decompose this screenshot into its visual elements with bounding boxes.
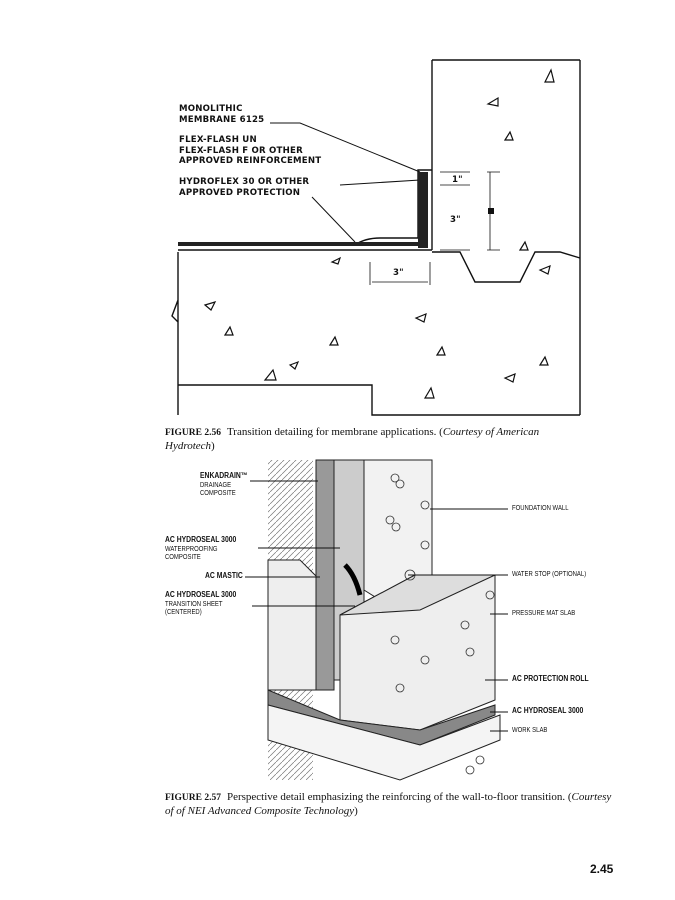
label-ac-mastic: AC MASTIC: [205, 571, 243, 580]
label-water-stop: WATER STOP (OPTIONAL): [512, 571, 587, 578]
label-flex-flash-un: FLEX-FLASH UN: [179, 135, 257, 145]
label-approved-reinforcement: APPROVED REINFORCEMENT: [179, 156, 322, 167]
dimension-3-inch-vertical: 3": [450, 215, 461, 225]
label-hydroseal-waterproofing: AC HYDROSEAL 3000: [165, 535, 237, 544]
label-composite: COMPOSITE: [200, 490, 236, 497]
label-work-slab: WORK SLAB: [512, 727, 548, 734]
page-number: 2.45: [590, 862, 614, 876]
label-membrane-6125: MEMBRANE 6125: [179, 114, 265, 125]
figure-2-57-drawing: [245, 459, 508, 781]
label-hydroflex-30: HYDROFLEX 30 OR OTHER: [179, 177, 310, 187]
label-transition-sheet: TRANSITION SHEET: [165, 600, 223, 608]
label-centered: (CENTERED): [165, 609, 202, 616]
label-waterproofing: WATERPROOFING: [165, 545, 218, 553]
label-monolithic: MONOLITHIC: [179, 104, 243, 114]
label-protection-roll: AC PROTECTION ROLL: [512, 674, 589, 683]
dimension-1-inch: 1": [452, 175, 463, 185]
label-approved-protection: APPROVED PROTECTION: [179, 187, 301, 198]
label-flex-flash-f: FLEX-FLASH F OR OTHER: [179, 145, 303, 156]
figure-2-56-drawing: [171, 59, 581, 416]
label-foundation-wall: FOUNDATION WALL: [512, 505, 569, 512]
label-composite-2: COMPOSITE: [165, 554, 201, 561]
label-enkadrain: ENKADRAIN™: [200, 471, 248, 480]
label-ac-hydroseal: AC HYDROSEAL 3000: [512, 706, 584, 715]
label-hydroseal-transition: AC HYDROSEAL 3000: [165, 590, 237, 599]
label-drainage: DRAINAGE: [200, 481, 232, 489]
dimension-3-inch-horizontal: 3": [393, 268, 404, 278]
label-pressure-mat-slab: PRESSURE MAT SLAB: [512, 610, 576, 617]
